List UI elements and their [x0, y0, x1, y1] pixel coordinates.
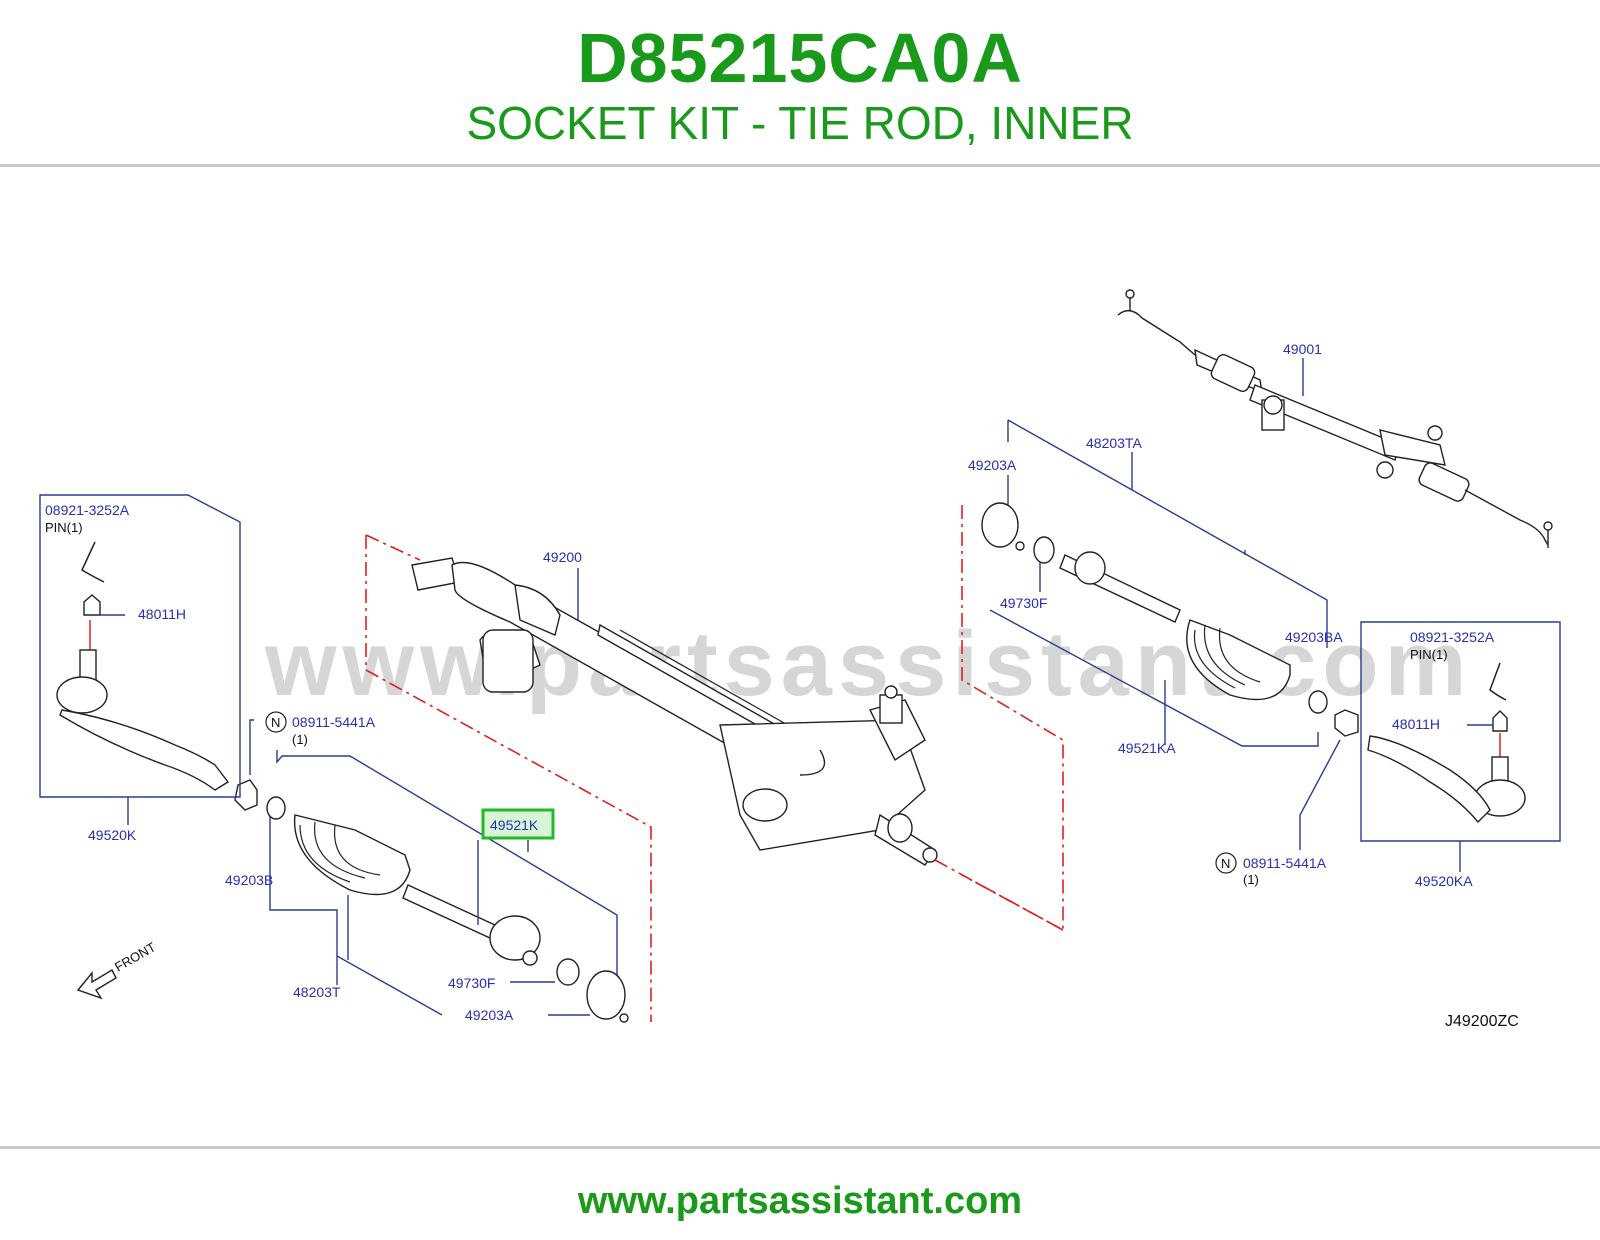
- callout-08921-3252A-left[interactable]: 08921-3252A: [45, 502, 130, 518]
- box-outer-tie-rod-left: [39, 494, 241, 798]
- callout-48203T[interactable]: 48203T: [293, 984, 341, 1000]
- callout-49520KA[interactable]: 49520KA: [1415, 873, 1473, 889]
- lock-nut-right: [1334, 709, 1359, 737]
- callout-49200[interactable]: 49200: [543, 549, 582, 565]
- callout-49203A-left[interactable]: 49203A: [465, 1007, 514, 1023]
- callout-49203BA[interactable]: 49203BA: [1285, 629, 1343, 645]
- seal-ring-left: [556, 958, 580, 986]
- highlight-box-49521K: [481, 808, 555, 840]
- steering-gear-housing: [411, 557, 938, 866]
- front-label: FRONT: [112, 939, 158, 974]
- part-number-title: D85215CA0A: [577, 19, 1023, 97]
- boot-clamp-ring-left: [586, 970, 626, 1020]
- diagram-canvas: www.partsassistant.com 49001 48203TA 492…: [39, 289, 1561, 1030]
- diagram-reference-code: J49200ZC: [1445, 1013, 1519, 1030]
- exploded-parts-diagram: www.partsassistant.com 49001 48203TA 492…: [0, 270, 1600, 1080]
- cotter-pin-left: [81, 541, 105, 583]
- callout-49203A-right[interactable]: 49203A: [968, 457, 1017, 473]
- complete-rack-assembly-thumbnail[interactable]: [1117, 289, 1553, 548]
- boot-clamp-ring-right: [981, 502, 1019, 548]
- assembly-boundary-right: [961, 505, 1064, 932]
- callout-08911-5441A-left[interactable]: 08911-5441A: [292, 714, 376, 730]
- qty-08911-right: (1): [1243, 872, 1259, 887]
- footer-website-link[interactable]: www.partsassistant.com: [577, 1180, 1023, 1222]
- castle-nut-left: [83, 594, 101, 616]
- n-symbol-left: [265, 711, 287, 733]
- outer-tie-rod-end-left: [56, 649, 230, 791]
- castle-nut-right: [1492, 710, 1508, 732]
- callout-49001[interactable]: 49001: [1283, 341, 1322, 357]
- leader-48203T-upper: [276, 750, 618, 982]
- n-symbol-right: [1215, 852, 1237, 874]
- inner-tie-rod-left[interactable]: [402, 884, 541, 966]
- footer-divider: [0, 1146, 1600, 1149]
- callout-49730F-left[interactable]: 49730F: [448, 975, 495, 991]
- part-description: SOCKET KIT - TIE ROD, INNER: [466, 97, 1134, 149]
- inner-tie-rod-right: [1059, 551, 1181, 623]
- callout-08921-3252A-right[interactable]: 08921-3252A: [1410, 629, 1495, 645]
- rack-boot-right: [1186, 619, 1291, 701]
- header-divider: [0, 164, 1600, 167]
- leader-48203TA: [989, 419, 1328, 747]
- callout-49521KA[interactable]: 49521KA: [1118, 740, 1176, 756]
- svg-text:N: N: [271, 715, 280, 730]
- pin-label-left: PIN(1): [45, 520, 83, 535]
- rack-boot-left: [293, 814, 411, 896]
- assembly-boundary-left: [365, 535, 652, 1022]
- callout-48011H-right[interactable]: 48011H: [1392, 716, 1440, 732]
- boot-clamp-small-right: [1308, 690, 1328, 714]
- box-outer-tie-rod-right: [1360, 621, 1561, 842]
- lock-nut-left: [234, 779, 258, 811]
- cotter-pin-right: [1489, 662, 1507, 701]
- boot-clamp-small-left: [266, 796, 286, 820]
- qty-08911-left: (1): [292, 732, 308, 747]
- callout-49203B[interactable]: 49203B: [225, 872, 273, 888]
- callout-08911-5441A-right[interactable]: 08911-5441A: [1243, 855, 1327, 871]
- leader-48203T-lower: [269, 810, 443, 1016]
- outer-tie-rod-end-right: [1367, 735, 1526, 824]
- callout-48203TA[interactable]: 48203TA: [1086, 435, 1142, 451]
- callout-49521K[interactable]: 49521K: [490, 817, 539, 833]
- seal-ring-right: [1033, 536, 1055, 564]
- pin-label-right: PIN(1): [1410, 647, 1448, 662]
- callout-48011H-left[interactable]: 48011H: [138, 606, 186, 622]
- callout-49730F-right[interactable]: 49730F: [1000, 595, 1047, 611]
- svg-text:N: N: [1221, 856, 1230, 871]
- callout-49520K[interactable]: 49520K: [88, 827, 137, 843]
- page-header: D85215CA0A SOCKET KIT - TIE ROD, INNER: [0, 0, 1600, 170]
- front-direction-arrow: FRONT: [76, 939, 158, 1000]
